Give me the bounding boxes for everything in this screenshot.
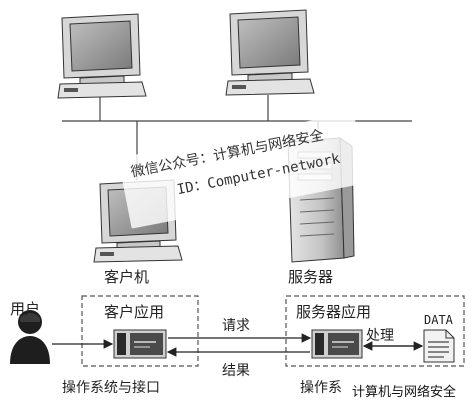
user-label: 用户 <box>10 300 41 318</box>
result-label: 结果 <box>222 363 250 379</box>
computer-icon-top-right <box>225 9 315 96</box>
os-interface-label-server: 操作系 <box>300 380 342 396</box>
request-label: 请求 <box>222 318 250 334</box>
client-app-label: 客户应用 <box>104 303 165 321</box>
server-app-label: 服务器应用 <box>296 303 372 321</box>
process-label: 处理 <box>366 328 394 344</box>
corner-watermark: 计算机与网络安全 <box>350 381 459 400</box>
server-app-window-icon <box>311 329 363 359</box>
computer-icon-top-left <box>57 13 147 99</box>
client-app-window-icon <box>113 329 167 359</box>
data-label: DATA <box>424 313 453 327</box>
data-document-icon <box>423 329 455 363</box>
server-label: 服务器 <box>288 268 334 286</box>
server-app-box <box>285 295 465 367</box>
os-interface-label: 操作系统与接口 <box>62 380 160 396</box>
client-computer-label: 客户机 <box>104 268 150 286</box>
client-app-box <box>81 295 199 367</box>
user-icon <box>10 310 50 364</box>
